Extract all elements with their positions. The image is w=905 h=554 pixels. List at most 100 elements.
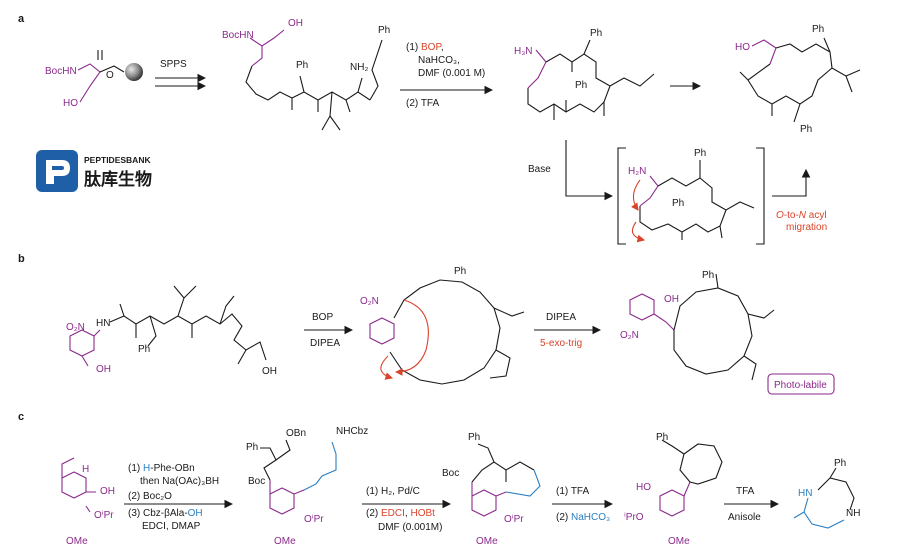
c-m1-ph: Ph — [246, 442, 258, 453]
c-final-nh: NH — [846, 508, 860, 519]
b-arrow-curved-1 — [394, 299, 429, 376]
b-start-ph: Ph — [138, 344, 150, 355]
c-cond4-l1: TFA — [736, 486, 755, 497]
c-m2: Ph Boc OⁱPr OMe — [442, 432, 541, 547]
c-m2-oipr: OⁱPr — [504, 514, 524, 525]
a-start-boc: BocHN — [45, 66, 77, 77]
panel-c-label: c — [18, 411, 24, 423]
c-m3-ho: HO — [636, 482, 651, 493]
b-product-ph: Ph — [702, 270, 714, 281]
a-cond1-l4: (2) TFA — [406, 98, 439, 109]
arrow-curved-1 — [631, 179, 641, 211]
svg-text:(2) NaHCO₃: (2) NaHCO₃ — [556, 512, 610, 523]
b-start-oh: OH — [96, 364, 111, 375]
a-spps-label: SPPS — [160, 59, 187, 70]
b-cond1-l1: BOP — [312, 312, 333, 323]
c-cond2-l3: DMF (0.001M) — [378, 522, 442, 533]
resin-bead-icon — [125, 63, 143, 81]
b-badge-text: Photo-labile — [774, 380, 827, 391]
c-m3-ipro: ⁱPrO — [624, 512, 644, 523]
a-linear-nh2: NH₂ — [350, 62, 368, 73]
c-m1-obn: OBn — [286, 428, 306, 439]
a-start-molecule: BocHN HO O — [45, 50, 143, 109]
c-m2-boc: Boc — [442, 468, 459, 479]
b-start-no2: O₂N — [66, 322, 85, 333]
b-cond2-l2: 5-exo-trig — [540, 338, 582, 349]
c-start-molecule: H OH OⁱPr OMe — [61, 457, 115, 547]
b-mid-ph: Ph — [454, 266, 466, 277]
a-bracket-h2n: H₂N — [628, 166, 646, 177]
b-mid-molecule: O₂N Ph — [360, 266, 525, 385]
c-m1-nhcbz: NHCbz — [336, 426, 368, 437]
c-m1-ome: OMe — [274, 536, 296, 547]
logo-text-cn: 肽库生物 — [84, 169, 152, 190]
c-start-oh: OH — [100, 486, 115, 497]
c-final-molecule: Ph HN NH — [793, 458, 860, 529]
brand-logo: PEPTIDESBANK 肽库生物 — [36, 150, 152, 192]
a-conditions-1: (1) BOP, NaHCO₃, DMF (0.001 M) (2) TFA — [406, 42, 485, 109]
b-start-oh2: OH — [262, 366, 277, 377]
c-m1-oipr: OⁱPr — [304, 514, 324, 525]
c-start-ome: OMe — [66, 536, 88, 547]
c-m2-ome: OMe — [476, 536, 498, 547]
a-product-ph2: Ph — [800, 124, 812, 135]
b-start-nh: HN — [96, 318, 110, 329]
svg-text:(1) H-Phe-OBn: (1) H-Phe-OBn — [128, 463, 195, 474]
c-conditions-2: (1) H₂, Pd/C (2) EDCI, HOBt DMF (0.001M) — [366, 486, 442, 533]
svg-text:O-to-N acyl: O-to-N acyl — [776, 210, 827, 221]
c-cond1-l2: then Na(OAc)₃BH — [140, 476, 219, 487]
a-start-ho: HO — [63, 98, 78, 109]
a-linear-boc: BocHN — [222, 30, 254, 41]
a-intermediate: H₃N Ph Ph — [514, 28, 655, 120]
c-cond1-l3: (2) Boc₂O — [128, 491, 172, 502]
b-cond2-l1: DIPEA — [546, 312, 576, 323]
a-inter-h3n: H₃N — [514, 46, 533, 57]
b-arrow-curved-2 — [380, 355, 394, 380]
c-m3-ome: OMe — [668, 536, 690, 547]
c-start-h: H — [82, 464, 89, 475]
a-arrow-migration — [772, 168, 811, 197]
c-m1: OBn Ph Boc NHCbz OⁱPr OMe — [246, 426, 368, 547]
c-final-ph: Ph — [834, 458, 846, 469]
a-product: HO Ph Ph — [735, 24, 861, 135]
b-photolabile-badge — [767, 373, 835, 395]
a-product-ho: HO — [735, 42, 750, 53]
panel-b-label: b — [18, 253, 25, 265]
a-linear-ph2: Ph — [378, 25, 390, 36]
b-cond1-l2: DIPEA — [310, 338, 340, 349]
bracket-left — [617, 147, 626, 245]
a-inter-ph1: Ph — [590, 28, 602, 39]
b-product-no2: O₂N — [620, 330, 639, 341]
b-product: OH O₂N Ph — [620, 270, 775, 381]
logo-text-en: PEPTIDESBANK — [84, 155, 151, 165]
c-start-oipr: OⁱPr — [94, 510, 114, 521]
c-m1-boc: Boc — [248, 476, 265, 487]
panel-a-label: a — [18, 13, 25, 25]
c-cond3-l1: (1) TFA — [556, 486, 589, 497]
a-inter-ph2: Ph — [575, 80, 587, 91]
a-base-label: Base — [528, 164, 551, 175]
c-final-hn: HN — [798, 488, 812, 499]
a-bracket-ph1: Ph — [694, 148, 706, 159]
a-linear-peptide: BocHN OH NH₂ Ph Ph — [222, 18, 390, 131]
svg-text:(2) EDCI, HOBt: (2) EDCI, HOBt — [366, 508, 435, 519]
a-bracket-ph2: Ph — [672, 198, 684, 209]
a-product-ph1: Ph — [812, 24, 824, 35]
b-product-oh: OH — [664, 294, 679, 305]
c-m3: Ph HO ⁱPrO OMe — [624, 432, 723, 547]
svg-text:(1) BOP,: (1) BOP, — [406, 42, 444, 53]
a-cond1-l3: DMF (0.001 M) — [418, 68, 485, 79]
c-cond2-l1: (1) H₂, Pd/C — [366, 486, 420, 497]
a-linear-ph1: Ph — [296, 60, 308, 71]
b-start-molecule: O₂N OH HN Ph OH — [66, 285, 277, 377]
a-bracket-intermediate: H₂N Ph Ph — [628, 148, 755, 243]
bracket-right — [756, 147, 765, 245]
c-cond4-l2: Anisole — [728, 512, 761, 523]
a-migration-l2: migration — [786, 222, 827, 233]
b-mid-no2: O₂N — [360, 296, 379, 307]
a-start-o: O — [106, 70, 114, 81]
c-conditions-1: (1) H-Phe-OBn then Na(OAc)₃BH (2) Boc₂O … — [128, 463, 219, 532]
c-m3-ph: Ph — [656, 432, 668, 443]
c-m2-ph: Ph — [468, 432, 480, 443]
